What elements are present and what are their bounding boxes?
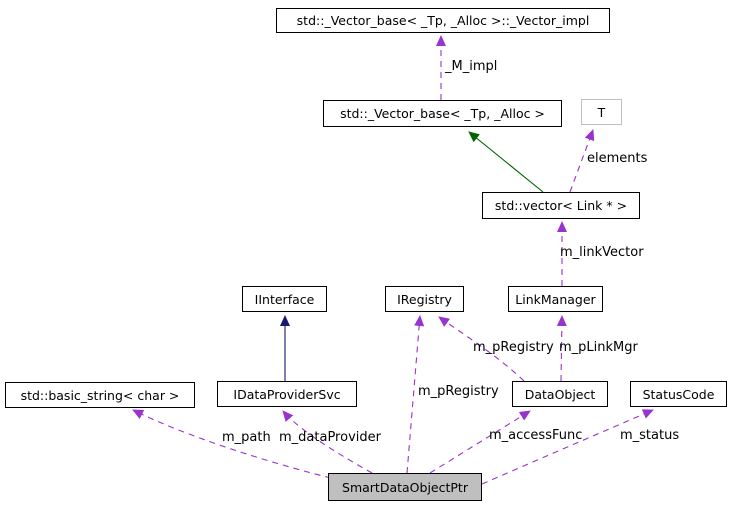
edge-label-m-status: m_status [620,428,680,443]
edge-label-m-accessfunc: m_accessFunc [489,428,583,443]
class-node-t: T [581,99,622,125]
edge-m-pregistry-spo [406,315,425,474]
class-node-linkmanager[interactable]: LinkManager [508,286,603,312]
class-node-idataprovidersvc[interactable]: IDataProviderSvc [217,381,357,407]
edge-label-m-pregistry-spo: m_pRegistry [418,384,499,399]
edge-m-status [481,409,654,485]
edge-label-m-pregistry-do: m_pRegistry [473,340,554,355]
edge-label-m-linkvector: m_linkVector [560,245,644,260]
class-node-dataobject[interactable]: DataObject [512,381,608,407]
edge-m-accessfunc [429,410,531,474]
class-node-iinterface[interactable]: IInterface [242,286,327,312]
edge-m-pregistry-do [438,316,525,382]
edge-label-elements: elements [587,151,648,166]
edge-m-path [132,409,332,479]
edge-label-m-path: m_path [222,430,271,445]
edge-label-m-plinkmgr: m_pLinkMgr [559,340,638,355]
edge-elements [569,129,595,193]
class-node-statuscode[interactable]: StatusCode [630,381,727,407]
edge-m-dataprovider [282,410,373,474]
class-node-vector-base[interactable]: std::_Vector_base< _Tp, _Alloc > [323,100,562,127]
edge-label-m-impl: _M_impl [445,59,498,74]
class-node-vector-impl[interactable]: std::_Vector_base< _Tp, _Alloc >::_Vecto… [276,8,610,33]
class-node-smartdataobjectptr: SmartDataObjectPtr [328,473,482,501]
class-node-iregistry[interactable]: IRegistry [385,286,464,312]
edge-vector-inherits [468,131,544,193]
class-node-basic-string[interactable]: std::basic_string< char > [5,382,195,408]
class-node-vector-link[interactable]: std::vector< Link * > [482,192,640,219]
edge-label-m-dataprovider: m_dataProvider [279,430,381,445]
